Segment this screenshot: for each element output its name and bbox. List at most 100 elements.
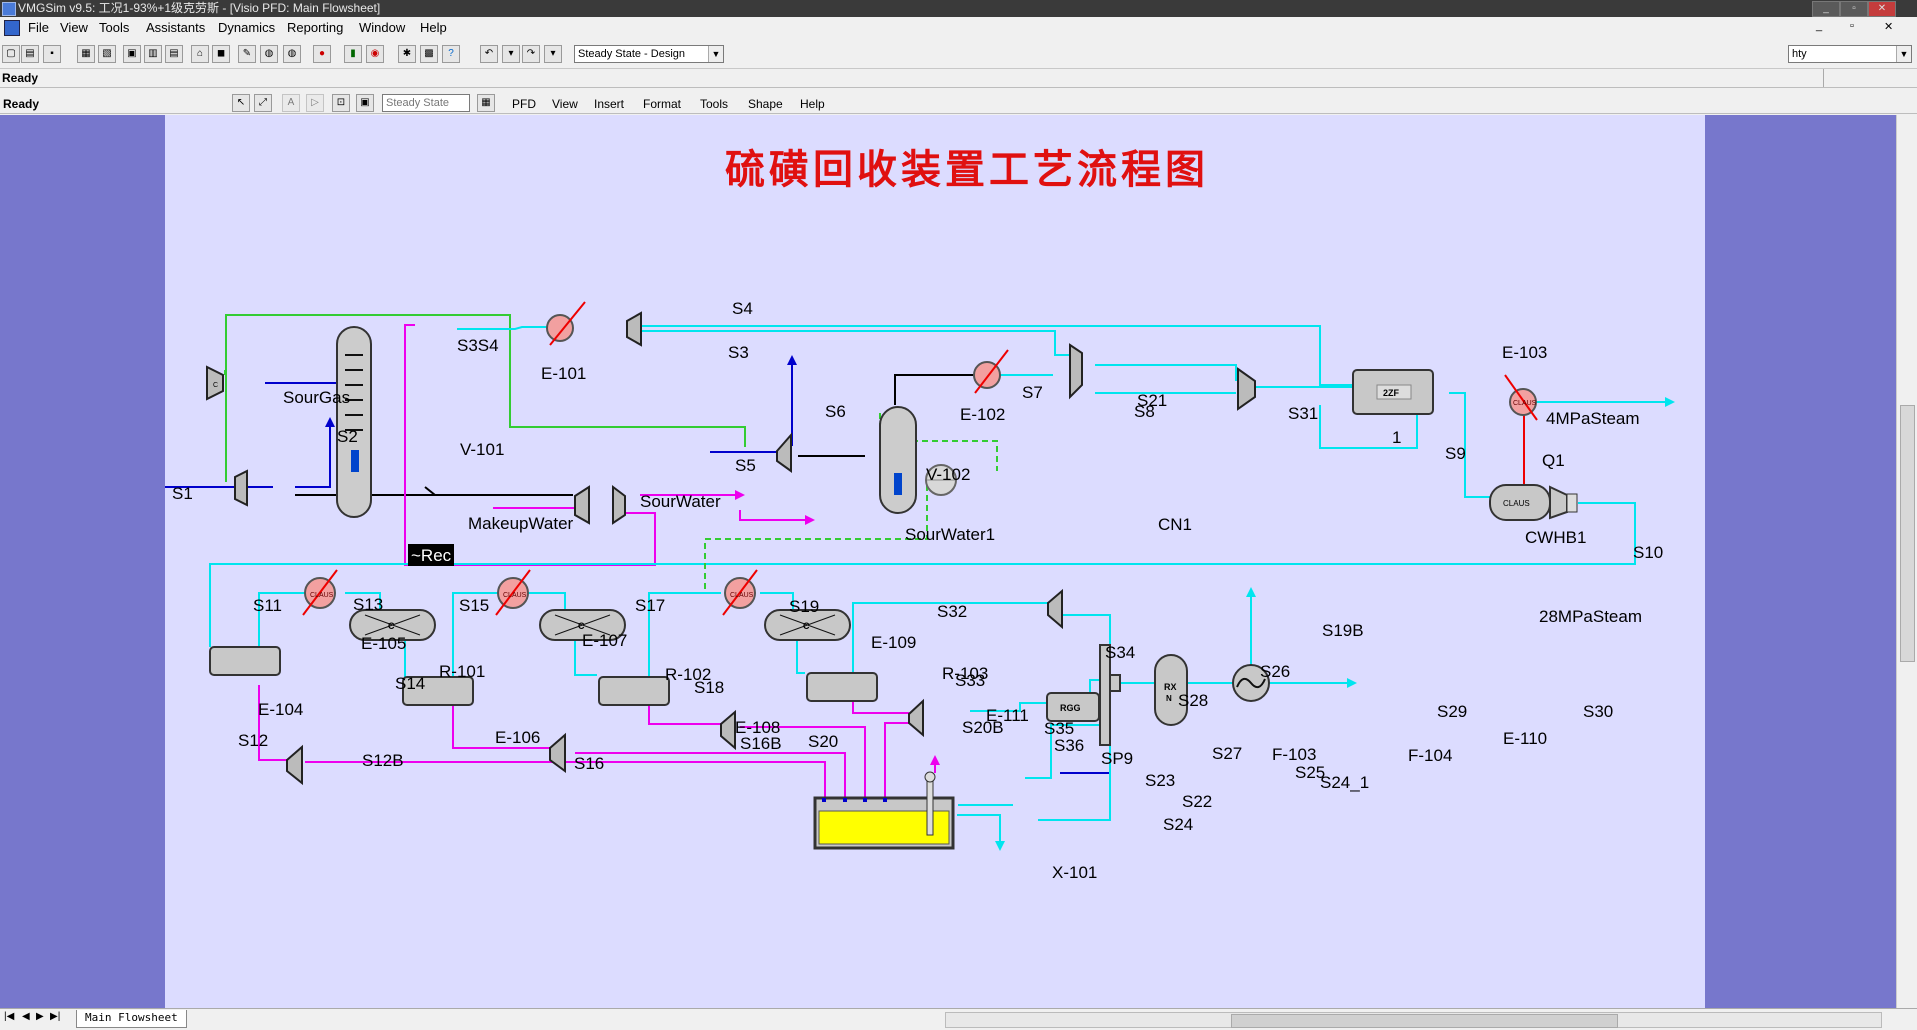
visio-menu-pfd[interactable]: PFD: [512, 97, 536, 111]
exchanger-e106[interactable]: [402, 676, 474, 706]
chart-icon[interactable]: ▩: [420, 45, 438, 63]
table-icon[interactable]: ▥: [144, 45, 162, 63]
stream-line-s19[interactable]: [648, 592, 721, 677]
stream-line-s20[interactable]: [648, 703, 721, 725]
mdi-restore-icon[interactable]: ▫: [1850, 20, 1854, 32]
horizontal-scroll-thumb[interactable]: [1231, 1014, 1618, 1028]
fit-icon[interactable]: ▣: [356, 94, 374, 112]
menu-reporting[interactable]: Reporting: [287, 20, 344, 35]
stream-line-s35[interactable]: [852, 700, 909, 714]
globe-icon[interactable]: ◍: [260, 45, 278, 63]
horizontal-scrollbar[interactable]: [945, 1012, 1882, 1028]
stream-line-s10[interactable]: [209, 502, 1636, 647]
stream-line-s34[interactable]: [852, 602, 1048, 673]
stream-line-v102-overhead[interactable]: [894, 374, 975, 405]
mixer-makeupwater[interactable]: [574, 485, 590, 525]
prev-page-icon[interactable]: ◀: [22, 1011, 30, 1022]
stream-line-s20b[interactable]: [740, 726, 866, 798]
menu-view[interactable]: View: [60, 20, 88, 35]
zoom-icon[interactable]: ⊡: [332, 94, 350, 112]
last-page-icon[interactable]: ▶|: [50, 1011, 61, 1022]
menu-tools[interactable]: Tools: [99, 20, 130, 35]
shape-icon[interactable]: ▷: [306, 94, 324, 112]
unit-icon[interactable]: ▣: [123, 45, 141, 63]
exchanger-e108[interactable]: [598, 676, 670, 706]
minimize-button[interactable]: _: [1812, 1, 1840, 17]
stream-icon[interactable]: ▧: [98, 45, 116, 63]
mixer-s16b[interactable]: [549, 732, 566, 773]
exchanger-e111[interactable]: [806, 672, 878, 702]
stream-line-s17[interactable]: [525, 592, 566, 609]
traffic-light-icon[interactable]: ▮: [344, 45, 362, 63]
splitter-s19b[interactable]: [1047, 588, 1063, 630]
stream-line-s9[interactable]: [1449, 392, 1490, 498]
splitter-s4[interactable]: [626, 311, 642, 347]
stream-line-s33[interactable]: [793, 637, 805, 674]
mixer-s31[interactable]: [1237, 367, 1256, 411]
visio-menu-shape[interactable]: Shape: [748, 97, 783, 111]
separator-v102[interactable]: [879, 406, 917, 514]
stream-line-green-top[interactable]: [225, 314, 746, 482]
camera-icon[interactable]: ◼: [212, 45, 230, 63]
stream-line-s12b[interactable]: [305, 761, 826, 798]
chevron-down-icon[interactable]: ▼: [708, 46, 723, 62]
mixer-s12b[interactable]: [286, 744, 303, 786]
solver-icon[interactable]: ◉: [366, 45, 384, 63]
mdi-minimize-icon[interactable]: _: [1816, 20, 1823, 32]
undo-dropdown-icon[interactable]: ▾: [502, 45, 520, 63]
flowsheet-icon[interactable]: ▦: [77, 45, 95, 63]
mixer-s5[interactable]: [776, 432, 792, 473]
visio-menu-view[interactable]: View: [552, 97, 578, 111]
stream-line-s32[interactable]: [760, 592, 794, 609]
undo-icon[interactable]: ↶: [480, 45, 498, 63]
redo-icon[interactable]: ↷: [522, 45, 540, 63]
info-icon[interactable]: ?: [442, 45, 460, 63]
stream-line-s15[interactable]: [452, 592, 500, 677]
pointer-icon[interactable]: ↖: [232, 94, 250, 112]
stream-line-s19b[interactable]: [1063, 614, 1111, 645]
close-button[interactable]: ✕: [1868, 1, 1896, 17]
vertical-scrollbar[interactable]: [1896, 115, 1917, 1008]
splitter-sourwater[interactable]: [612, 485, 626, 525]
connector-icon[interactable]: ⤢: [254, 94, 272, 112]
mixer-vertical[interactable]: [1099, 644, 1111, 746]
menu-assistants[interactable]: Assistants: [146, 20, 206, 35]
cooler-e101[interactable]: [546, 314, 574, 342]
tab-main-flowsheet[interactable]: Main Flowsheet: [76, 1010, 187, 1028]
stream-line-s16b[interactable]: [575, 752, 846, 798]
pencil-icon[interactable]: ✎: [238, 45, 256, 63]
mode-combo[interactable]: Steady State - Design ▼: [574, 45, 724, 63]
mdi-close-icon[interactable]: ✕: [1884, 21, 1894, 33]
mixer-sourgas[interactable]: [206, 365, 224, 401]
visio-menu-help[interactable]: Help: [800, 97, 825, 111]
calculator-icon[interactable]: ▦: [477, 94, 495, 112]
visio-menu-format[interactable]: Format: [643, 97, 682, 111]
next-page-icon[interactable]: ▶: [36, 1011, 44, 1022]
stream-line-1[interactable]: [1319, 405, 1418, 449]
menu-help[interactable]: Help: [420, 20, 447, 35]
graph-icon[interactable]: ⌂: [191, 45, 209, 63]
stream-line-s3[interactable]: [630, 330, 1082, 356]
redo-dropdown-icon[interactable]: ▾: [544, 45, 562, 63]
exchanger-e104[interactable]: [209, 646, 281, 676]
stream-line-s24-1[interactable]: [1038, 745, 1111, 821]
stream-line-s2[interactable]: [295, 427, 331, 488]
first-page-icon[interactable]: |◀: [4, 1011, 15, 1022]
mixer-s20b[interactable]: [720, 709, 736, 751]
column-v101[interactable]: [336, 326, 372, 518]
menu-window[interactable]: Window: [359, 20, 406, 35]
new-icon[interactable]: ▢: [2, 45, 20, 63]
globe2-icon[interactable]: ◍: [283, 45, 301, 63]
reactor-f104[interactable]: [1154, 654, 1188, 726]
user-combo[interactable]: hty ▼: [1788, 45, 1912, 63]
report-icon[interactable]: ▤: [165, 45, 183, 63]
stream-line-s11[interactable]: [258, 592, 305, 656]
vertical-scroll-thumb[interactable]: [1900, 405, 1915, 662]
save-icon[interactable]: ▪: [43, 45, 61, 63]
stream-line-s3s4[interactable]: [457, 326, 550, 330]
visio-menu-tools[interactable]: Tools: [700, 97, 729, 111]
stream-line-s4[interactable]: [630, 325, 1353, 386]
chevron-down-icon[interactable]: ▼: [1896, 46, 1911, 62]
open-icon[interactable]: ▤: [21, 45, 39, 63]
stream-line-s21[interactable]: [1095, 364, 1237, 381]
